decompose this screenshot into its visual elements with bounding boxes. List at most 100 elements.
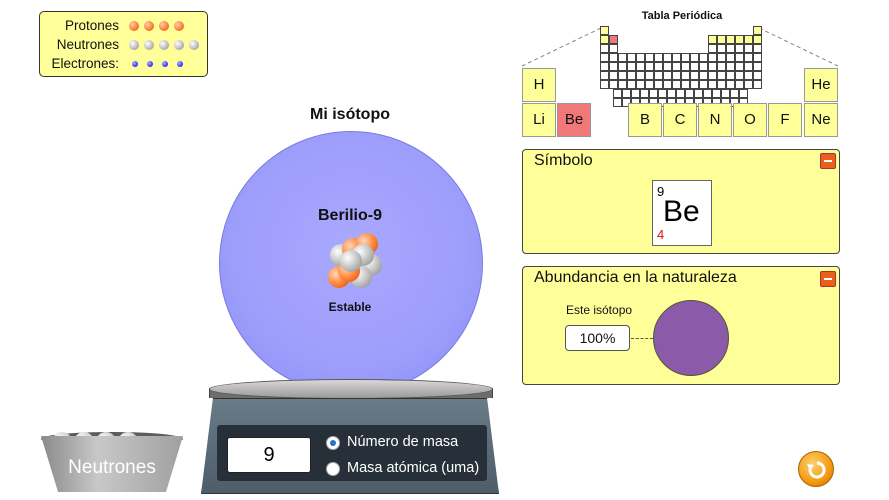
mini-pt-cell[interactable] xyxy=(726,44,735,53)
minus-icon[interactable] xyxy=(820,271,836,287)
mini-pt-cell[interactable] xyxy=(618,53,627,62)
mini-pt-cell[interactable] xyxy=(631,89,640,98)
mini-pt-cell[interactable] xyxy=(676,89,685,98)
radio-selected-icon[interactable] xyxy=(326,436,340,450)
reset-button[interactable] xyxy=(798,451,834,487)
mini-pt-cell[interactable] xyxy=(622,89,631,98)
pt-cell-He[interactable]: He xyxy=(804,68,838,102)
mini-pt-cell[interactable] xyxy=(600,53,609,62)
mini-pt-cell[interactable] xyxy=(753,80,762,89)
mini-pt-cell[interactable] xyxy=(654,53,663,62)
mini-pt-cell[interactable] xyxy=(672,80,681,89)
mini-pt-cell[interactable] xyxy=(717,62,726,71)
mini-pt-cell[interactable] xyxy=(699,80,708,89)
mini-pt-cell[interactable] xyxy=(609,71,618,80)
pt-cell-Li[interactable]: Li xyxy=(522,103,556,137)
mini-pt-cell[interactable] xyxy=(708,35,717,44)
pt-cell-H[interactable]: H xyxy=(522,68,556,102)
mini-pt-cell[interactable] xyxy=(708,53,717,62)
mini-pt-cell[interactable] xyxy=(658,98,667,107)
mini-pt-cell[interactable] xyxy=(735,53,744,62)
mini-pt-cell[interactable] xyxy=(735,71,744,80)
mini-pt-cell[interactable] xyxy=(627,62,636,71)
mini-pt-cell[interactable] xyxy=(672,53,681,62)
mini-pt-cell[interactable] xyxy=(726,71,735,80)
pt-cell-F[interactable]: F xyxy=(768,103,802,137)
mini-pt-cell[interactable] xyxy=(744,44,753,53)
mini-pt-cell[interactable] xyxy=(627,71,636,80)
mini-pt-cell[interactable] xyxy=(613,89,622,98)
mini-pt-cell[interactable] xyxy=(654,80,663,89)
mini-pt-cell[interactable] xyxy=(600,44,609,53)
mini-pt-cell[interactable] xyxy=(744,53,753,62)
mini-pt-cell[interactable] xyxy=(708,80,717,89)
mini-pt-cell[interactable] xyxy=(663,71,672,80)
mini-pt-cell[interactable] xyxy=(730,89,739,98)
mini-pt-cell[interactable] xyxy=(609,62,618,71)
mini-pt-cell[interactable] xyxy=(690,62,699,71)
mini-pt-cell[interactable] xyxy=(681,71,690,80)
mini-pt-cell[interactable] xyxy=(753,62,762,71)
pt-cell-C[interactable]: C xyxy=(663,103,697,137)
mini-pt-cell[interactable] xyxy=(663,62,672,71)
mini-pt-cell[interactable] xyxy=(753,35,762,44)
mini-pt-cell[interactable] xyxy=(663,80,672,89)
pt-cell-Ne[interactable]: Ne xyxy=(804,103,838,137)
mini-pt-cell[interactable] xyxy=(703,89,712,98)
mini-pt-cell[interactable] xyxy=(636,62,645,71)
mini-pt-cell[interactable] xyxy=(694,89,703,98)
mini-pt-cell[interactable] xyxy=(681,62,690,71)
mini-pt-cell[interactable] xyxy=(645,71,654,80)
mini-pt-cell[interactable] xyxy=(600,71,609,80)
mini-pt-cell[interactable] xyxy=(600,26,609,35)
mini-pt-cell[interactable] xyxy=(672,62,681,71)
mini-pt-cell[interactable] xyxy=(609,80,618,89)
neutron-particle[interactable] xyxy=(340,250,362,272)
mini-pt-cell[interactable] xyxy=(636,80,645,89)
mini-pt-cell[interactable] xyxy=(663,53,672,62)
mini-pt-cell[interactable] xyxy=(690,53,699,62)
mini-pt-cell[interactable] xyxy=(708,44,717,53)
mini-pt-cell[interactable] xyxy=(735,44,744,53)
mini-pt-cell[interactable] xyxy=(744,62,753,71)
mini-pt-cell[interactable] xyxy=(690,80,699,89)
mini-pt-cell[interactable] xyxy=(744,80,753,89)
mini-pt-cell[interactable] xyxy=(654,71,663,80)
mini-pt-cell[interactable] xyxy=(753,53,762,62)
mini-pt-cell[interactable] xyxy=(744,35,753,44)
mini-pt-cell[interactable] xyxy=(744,71,753,80)
mini-pt-cell[interactable] xyxy=(717,35,726,44)
mini-pt-cell[interactable] xyxy=(609,35,618,44)
mini-pt-cell[interactable] xyxy=(609,53,618,62)
mini-pt-cell[interactable] xyxy=(622,98,631,107)
mini-pt-cell[interactable] xyxy=(717,80,726,89)
mini-pt-cell[interactable] xyxy=(613,98,622,107)
mini-pt-cell[interactable] xyxy=(636,53,645,62)
pt-cell-N[interactable]: N xyxy=(698,103,732,137)
radio-unselected-icon[interactable] xyxy=(326,462,340,476)
mini-pt-cell[interactable] xyxy=(636,71,645,80)
mini-pt-cell[interactable] xyxy=(735,35,744,44)
mini-pt-cell[interactable] xyxy=(609,44,618,53)
pt-cell-B[interactable]: B xyxy=(628,103,662,137)
mini-pt-cell[interactable] xyxy=(735,62,744,71)
mini-pt-cell[interactable] xyxy=(753,26,762,35)
mini-pt-cell[interactable] xyxy=(753,44,762,53)
mini-pt-cell[interactable] xyxy=(654,62,663,71)
mini-pt-cell[interactable] xyxy=(726,35,735,44)
mini-pt-cell[interactable] xyxy=(618,62,627,71)
neutron-bucket[interactable] xyxy=(41,436,183,492)
pt-cell-Be[interactable]: Be xyxy=(557,103,591,137)
mini-pt-cell[interactable] xyxy=(708,71,717,80)
mini-pt-cell[interactable] xyxy=(717,44,726,53)
mini-pt-cell[interactable] xyxy=(645,80,654,89)
mini-pt-cell[interactable] xyxy=(699,71,708,80)
mini-pt-cell[interactable] xyxy=(627,80,636,89)
mini-pt-cell[interactable] xyxy=(600,62,609,71)
mini-pt-cell[interactable] xyxy=(645,62,654,71)
radio-mass-number-label[interactable]: Número de masa xyxy=(347,434,459,450)
mini-pt-cell[interactable] xyxy=(649,89,658,98)
mini-pt-cell[interactable] xyxy=(685,89,694,98)
mini-pt-cell[interactable] xyxy=(708,62,717,71)
mini-pt-cell[interactable] xyxy=(627,53,636,62)
